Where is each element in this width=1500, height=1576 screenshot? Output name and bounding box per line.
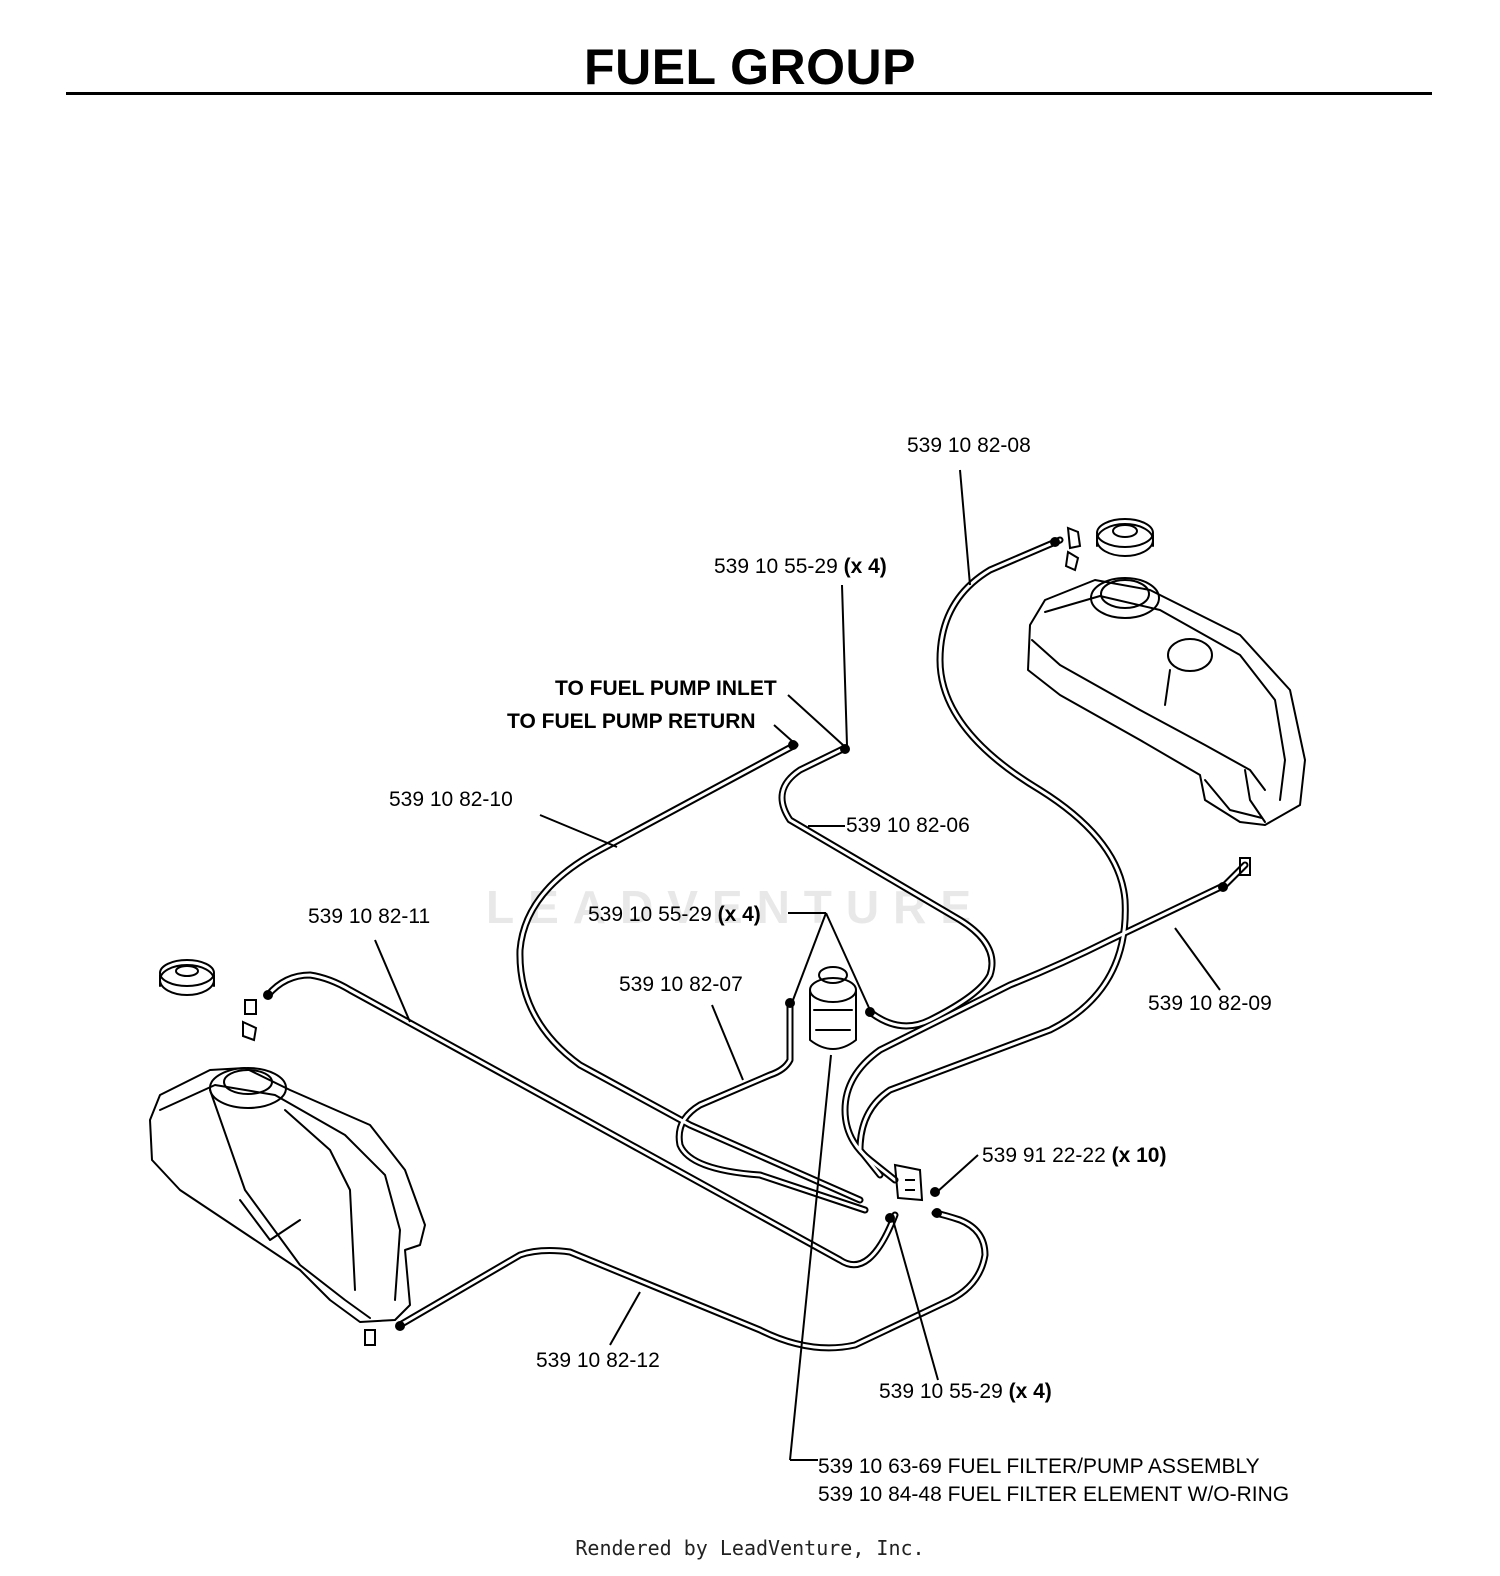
label-to-fuel-pump-return: TO FUEL PUMP RETURN (507, 710, 756, 733)
clamps (263, 537, 1228, 1331)
fuel-lines (264, 536, 1249, 1352)
footer-credit: Rendered by LeadVenture, Inc. (575, 1536, 925, 1560)
fittings (242, 526, 1251, 1346)
label-539-10-82-08: 539 10 82-08 (907, 434, 1031, 457)
left-fuel-cap (159, 959, 215, 996)
watermark: LEADVENTURE (486, 881, 986, 933)
quantity: (x 10) (1111, 1144, 1167, 1167)
quantity: (x 4) (1008, 1380, 1052, 1403)
right-fuel-cap (1096, 518, 1154, 557)
part-number: 539 10 55-29 (588, 903, 712, 926)
leader-lines (374, 469, 1221, 1461)
label-539-10-55-29-bottom: 539 10 55-29 (x 4) (879, 1381, 1052, 1402)
label-fuel-filter-pump-assembly: 539 10 63-69 FUEL FILTER/PUMP ASSEMBLY (818, 1455, 1260, 1478)
label-539-10-82-09: 539 10 82-09 (1148, 992, 1272, 1015)
label-539-10-55-29-mid: 539 10 55-29 (x 4) (588, 904, 761, 925)
fuel-filter-pump (809, 966, 857, 1050)
label-539-10-55-29-top: 539 10 55-29 (x 4) (714, 556, 887, 577)
label-539-91-22-22: 539 91 22-22 (x 10) (982, 1145, 1166, 1166)
part-number: 539 10 55-29 (879, 1380, 1003, 1403)
label-539-10-82-07: 539 10 82-07 (619, 973, 743, 996)
quantity: (x 4) (717, 903, 761, 926)
part-number: 539 91 22-22 (982, 1144, 1106, 1167)
right-fuel-tank (1027, 577, 1306, 826)
page-title: FUEL GROUP (584, 39, 916, 95)
part-number: 539 10 55-29 (714, 555, 838, 578)
label-fuel-filter-element: 539 10 84-48 FUEL FILTER ELEMENT W/O-RIN… (818, 1483, 1290, 1506)
label-539-10-82-12: 539 10 82-12 (536, 1349, 660, 1372)
label-539-10-82-06: 539 10 82-06 (846, 814, 970, 837)
label-539-10-82-10: 539 10 82-10 (389, 788, 513, 811)
label-to-fuel-pump-inlet: TO FUEL PUMP INLET (555, 677, 777, 700)
label-539-10-82-11: 539 10 82-11 (308, 905, 431, 928)
title-underline (66, 92, 1432, 95)
quantity: (x 4) (843, 555, 887, 578)
left-fuel-tank (149, 1067, 426, 1323)
